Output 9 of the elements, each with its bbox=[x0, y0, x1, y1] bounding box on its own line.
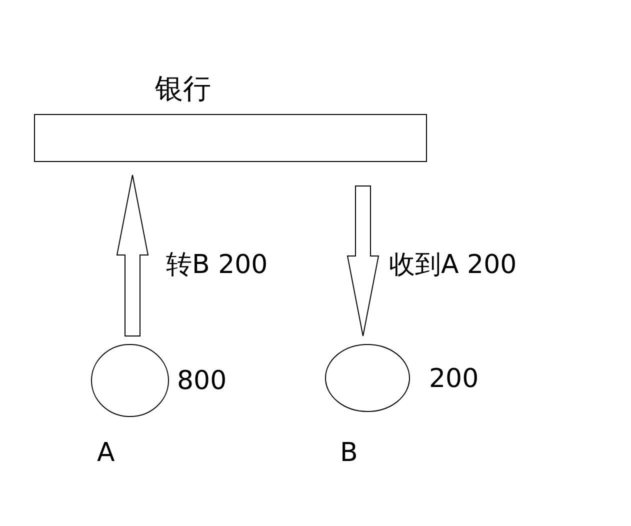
edge-label: 转B 200 bbox=[166, 252, 268, 278]
block-arrow bbox=[116, 174, 149, 336]
amount-label: 200 bbox=[429, 366, 479, 392]
name-label: A bbox=[97, 440, 115, 466]
heading-text: 银行 bbox=[155, 75, 211, 103]
block-arrow bbox=[346, 186, 380, 336]
name-label: B bbox=[340, 440, 358, 466]
edge-label: 收到A 200 bbox=[389, 252, 517, 278]
amount-label: 800 bbox=[177, 368, 227, 394]
